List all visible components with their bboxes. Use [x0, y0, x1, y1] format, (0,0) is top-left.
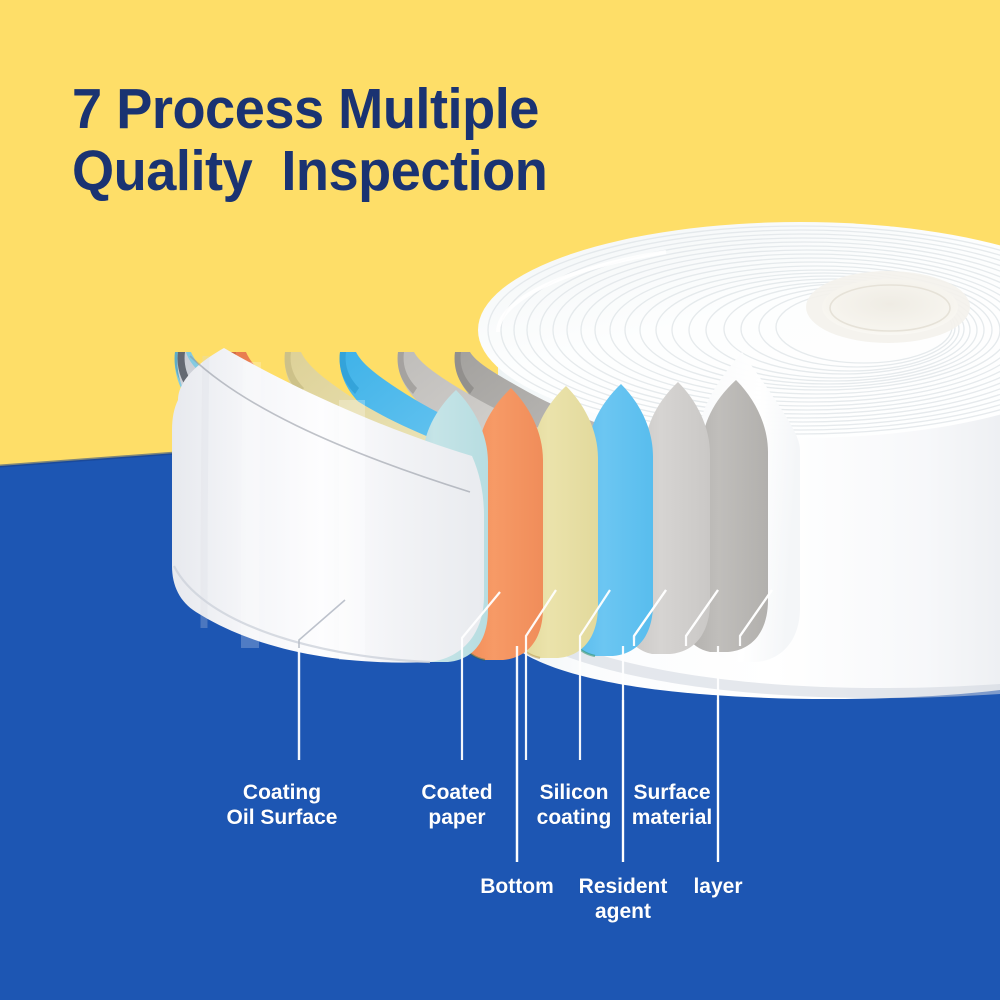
layer-tip-bottom — [339, 352, 359, 394]
callout-surface-material: Surface material — [631, 781, 713, 829]
roll-spiral-rings — [487, 225, 1000, 435]
roll-bottom-shade — [498, 600, 1000, 699]
roll-core-inner-rim — [829, 284, 951, 332]
leader-silicon-coating — [524, 589, 557, 760]
roll-rim-highlight — [496, 250, 667, 333]
front-face-bottom-edge — [173, 565, 431, 664]
front-face-sheen — [200, 355, 366, 660]
layer-tip-surface-material — [284, 352, 304, 394]
front-face-top-hairline — [189, 355, 471, 493]
layer-tip-resident-agent — [397, 352, 417, 394]
leader-surface-material — [578, 589, 611, 760]
callout-coated-paper: Coated paper — [421, 781, 493, 829]
callout-resident-agent: Resident agent — [578, 875, 668, 923]
callout-silicon-coating: Silicon coating — [536, 781, 612, 829]
layer-tip-layer — [454, 352, 474, 394]
callout-layer: layer — [693, 875, 743, 898]
leader-lines-lower — [515, 589, 773, 862]
leader-coated-paper — [460, 591, 501, 760]
roll-core-hole — [822, 279, 958, 335]
layer-face-coating-oil-surface — [172, 348, 484, 663]
callout-coating-oil-surface: Coating Oil Surface — [226, 781, 338, 829]
callout-bottom: Bottom — [480, 875, 554, 898]
layer-sheet-coating-oil-surface — [172, 348, 484, 664]
